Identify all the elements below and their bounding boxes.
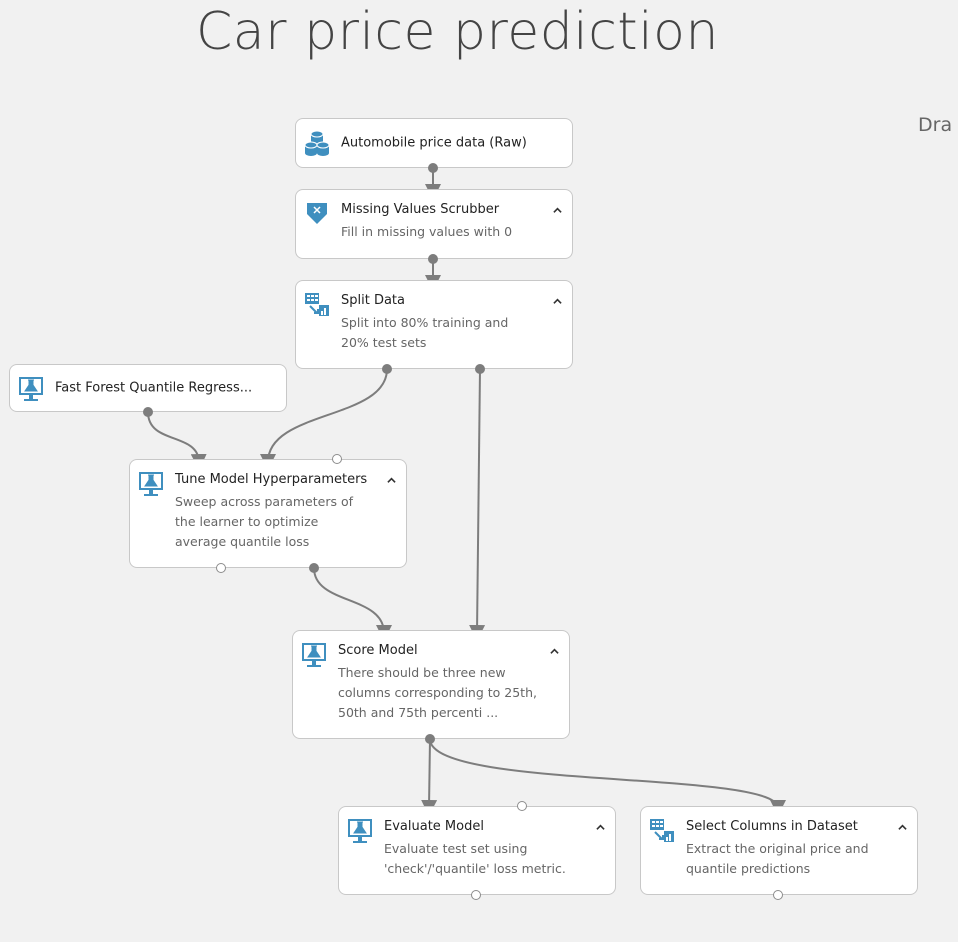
module-score-model[interactable]: Score Model There should be three new co… xyxy=(292,630,570,739)
download-arrow-icon xyxy=(307,203,327,224)
module-fast-forest-quantile-regression[interactable]: Fast Forest Quantile Regress... xyxy=(9,364,287,412)
module-title: Split Data xyxy=(341,293,405,308)
module-title: Tune Model Hyperparameters xyxy=(175,472,368,487)
module-select-columns-in-dataset[interactable]: Select Columns in Dataset Extract the or… xyxy=(640,806,918,895)
split-data-icon xyxy=(305,293,329,316)
flask-monitor-icon xyxy=(302,643,326,667)
flask-monitor-icon xyxy=(19,377,43,401)
flask-monitor-icon xyxy=(348,819,372,843)
output-port[interactable] xyxy=(425,734,435,744)
output-port[interactable] xyxy=(773,890,783,900)
chevron-up-icon[interactable] xyxy=(387,476,396,485)
module-description: Split into 80% training and 20% test set… xyxy=(341,315,509,350)
module-title: Select Columns in Dataset xyxy=(686,819,858,834)
experiment-title: Car price prediction xyxy=(196,2,719,62)
chevron-up-icon[interactable] xyxy=(553,206,562,215)
output-port[interactable] xyxy=(382,364,392,374)
chevron-up-icon[interactable] xyxy=(553,297,562,306)
module-evaluate-model[interactable]: Evaluate Model Evaluate test set using '… xyxy=(338,806,616,895)
input-port[interactable] xyxy=(517,801,527,811)
output-port[interactable] xyxy=(475,364,485,374)
edge-score-to-select xyxy=(429,738,786,816)
chevron-up-icon[interactable] xyxy=(550,647,559,656)
module-title: Missing Values Scrubber xyxy=(341,202,500,217)
output-port[interactable] xyxy=(143,407,153,417)
edge-forest-to-tune xyxy=(147,411,207,470)
module-tune-model-hyperparameters[interactable]: Tune Model Hyperparameters Sweep across … xyxy=(129,459,407,568)
module-title: Evaluate Model xyxy=(384,819,484,834)
module-description: Evaluate test set using 'check'/'quantil… xyxy=(384,841,566,876)
module-split-data[interactable]: Split Data Split into 80% training and 2… xyxy=(295,280,573,369)
edge-tune-to-score xyxy=(313,567,392,641)
chevron-up-icon[interactable] xyxy=(596,823,605,832)
flask-monitor-icon xyxy=(139,472,163,496)
chevron-up-icon[interactable] xyxy=(898,823,907,832)
module-title: Score Model xyxy=(338,643,418,658)
module-missing-values-scrubber[interactable]: Missing Values Scrubber Fill in missing … xyxy=(295,189,573,259)
module-description: There should be three new columns corres… xyxy=(338,665,537,720)
module-title: Fast Forest Quantile Regress... xyxy=(55,380,253,396)
output-port[interactable] xyxy=(428,163,438,173)
edge-split-to-score xyxy=(469,368,486,641)
output-port[interactable] xyxy=(471,890,481,900)
edge-score-to-evaluate xyxy=(421,738,438,816)
output-port[interactable] xyxy=(309,563,319,573)
module-description: Fill in missing values with 0 xyxy=(341,224,513,239)
dataset-cylinders-icon xyxy=(304,130,330,156)
output-port[interactable] xyxy=(428,254,438,264)
input-port[interactable] xyxy=(332,454,342,464)
module-automobile-price-data[interactable]: Automobile price data (Raw) xyxy=(295,118,573,168)
module-description: Extract the original price and quantile … xyxy=(686,841,869,876)
module-title: Automobile price data (Raw) xyxy=(341,135,527,151)
experiment-status: Dra xyxy=(918,114,953,136)
split-data-icon xyxy=(650,819,674,842)
module-description: Sweep across parameters of the learner t… xyxy=(175,494,354,549)
output-port[interactable] xyxy=(216,563,226,573)
edge-split-to-tune xyxy=(260,368,388,470)
